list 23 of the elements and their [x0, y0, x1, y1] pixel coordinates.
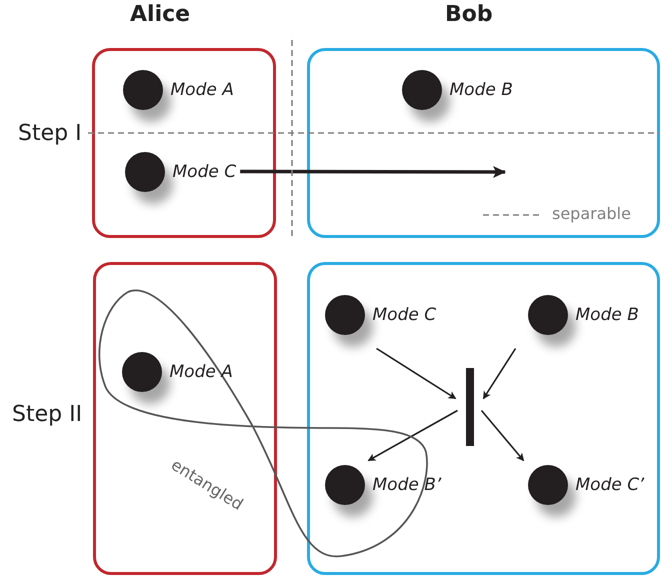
arrow — [482, 348, 516, 400]
arrow — [368, 410, 458, 462]
row-label: Step I — [18, 121, 82, 146]
beam-splitter-bar — [466, 368, 474, 446]
column-heading: Bob — [445, 2, 493, 27]
mode-label: Mode A — [170, 362, 233, 382]
arrow — [480, 410, 524, 462]
party-frame — [307, 48, 660, 238]
legend-label: separable — [552, 204, 631, 223]
party-frame — [93, 262, 277, 575]
mode-label: Mode C’ — [576, 474, 644, 494]
arrow — [376, 348, 456, 400]
mode-label: Mode C — [372, 304, 436, 324]
row-label: Step II — [12, 402, 82, 427]
arrow — [240, 166, 506, 178]
party-frame — [92, 48, 276, 238]
party-frame — [307, 262, 660, 575]
mode-label: Mode B — [576, 304, 639, 324]
column-heading: Alice — [130, 2, 190, 27]
mode-label: Mode A — [170, 80, 234, 100]
mode-label: Mode B’ — [372, 474, 442, 494]
mode-label: Mode B — [450, 80, 513, 100]
mode-label: Mode C — [172, 162, 236, 182]
